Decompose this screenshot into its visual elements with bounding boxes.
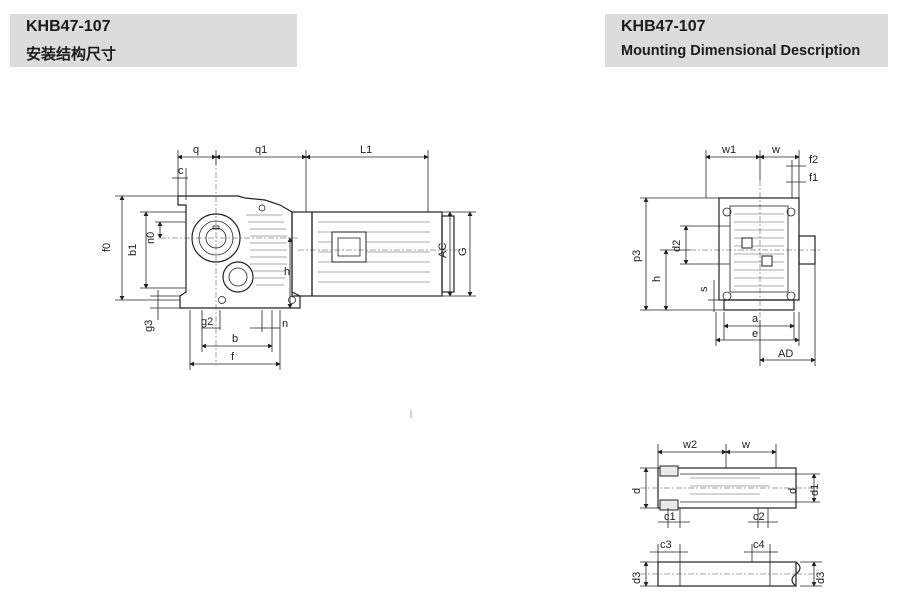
label-f2: f2 [809,154,818,166]
label-f1: f1 [809,172,818,184]
side-housing-inner [729,205,789,293]
label-p3: p3 [631,250,643,262]
label-AD: AD [778,348,793,360]
shaft-seal-top [659,465,679,477]
label-d3-left: d3 [631,572,643,584]
header-left-model: KHB47-107 [26,18,111,35]
header-left: KHB47-107 安装结构尺寸 [10,14,297,67]
label-d3-right: d3 [815,572,827,584]
header-left-subtitle: 安装结构尺寸 [26,46,117,63]
label-h-side: h [651,276,663,282]
lower-gear-cover [222,261,254,293]
side-bolt-br [786,291,796,301]
housing-ribs [246,214,287,286]
side-foot [723,299,795,311]
lower-gear-inner [228,267,248,287]
label-f0: f0 [101,243,113,252]
label-d1: d1 [809,484,821,496]
label-L1: L1 [360,144,372,156]
label-G: G [457,247,469,256]
header-right-subtitle: Mounting Dimensional Description [621,43,861,59]
label-a: a [752,313,759,325]
label-f: f [231,351,235,363]
label-d2: d2 [671,240,683,252]
label-n: n [282,318,288,330]
label-b1: b1 [127,244,139,256]
label-c2: c2 [753,511,765,523]
label-g3: g3 [143,320,155,332]
front-bolt-left [218,296,226,304]
terminal-box-lid [337,237,361,257]
motor-adapter [291,211,313,297]
side-bolt-tr [786,207,796,217]
label-g2: g2 [201,316,213,328]
header-right: KHB47-107 Mounting Dimensional Descripti… [605,14,888,67]
label-d-left: d [631,488,643,494]
label-w1: w1 [721,144,736,156]
side-bolt-bl [722,291,732,301]
label-b: b [232,333,238,345]
label-c3: c3 [660,539,672,551]
label-c1: c1 [664,511,676,523]
label-s: s [698,286,710,292]
label-h: h [284,266,290,278]
label-n0: n0 [145,232,157,244]
label-q: q [193,144,199,156]
label-w2: w2 [682,439,697,451]
front-bolt-right [288,296,296,304]
label-c4: c4 [753,539,765,551]
shaft-seal-bottom [659,499,679,511]
header-right-model: KHB47-107 [621,18,706,35]
label-w-side: w [771,144,780,156]
label-q1: q1 [255,144,267,156]
front-bolt-top [258,204,266,212]
label-c: c [178,165,184,177]
shaft-view: w2 w d d d1 c1 c2 c3 c4 [631,439,827,587]
label-d-right: d [787,488,799,494]
side-view: w1 w f2 f1 p3 d2 h s a e [631,144,820,366]
front-view: q q1 L1 c f0 b1 n0 h AC G g3 [101,144,476,370]
label-w-shaft: w [741,439,750,451]
label-e: e [752,328,758,340]
label-AC: AC [437,243,449,258]
side-plug-2 [761,255,773,267]
side-plug-1 [741,237,753,249]
side-bolt-tl [722,207,732,217]
terminal-box [331,231,367,263]
